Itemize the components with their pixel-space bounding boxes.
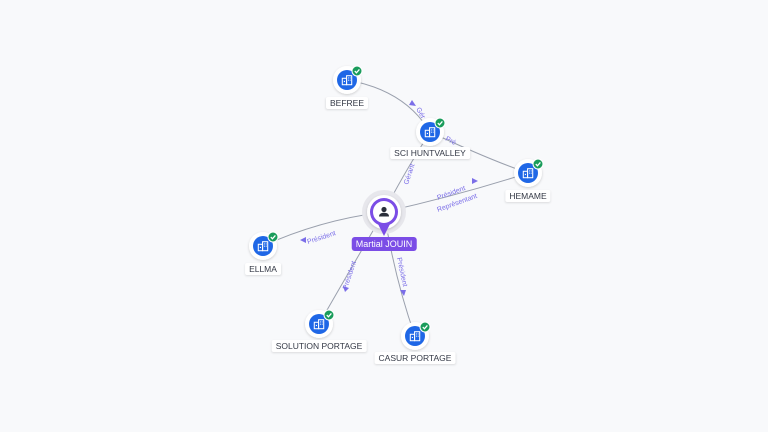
node-person[interactable] — [362, 190, 406, 236]
check-circle-icon — [434, 117, 446, 129]
user-icon — [379, 206, 389, 217]
arrow-casur-portage — [400, 290, 406, 296]
node-label-solution-portage: SOLUTION PORTAGE — [271, 340, 367, 352]
person-name-badge[interactable]: Martial JOUIN — [351, 237, 417, 251]
arrow-hemame — [472, 178, 478, 184]
arrow-solution-portage — [343, 286, 349, 292]
node-sci-huntvalley[interactable] — [416, 117, 446, 146]
node-befree[interactable] — [333, 65, 363, 94]
check-circle-icon — [267, 231, 279, 243]
arrow-befree — [409, 100, 416, 106]
arrow-ellma — [300, 237, 306, 243]
node-label-befree: BEFREE — [325, 97, 369, 109]
node-label-casur-portage: CASUR PORTAGE — [374, 352, 456, 364]
edge-label-pre-hemame: Pré — [444, 136, 457, 147]
node-label-hemame: HEMAME — [505, 190, 551, 202]
edge-label-president-solution: Président — [342, 260, 358, 290]
check-circle-icon — [532, 158, 544, 170]
check-circle-icon — [323, 309, 335, 321]
check-circle-icon — [351, 65, 363, 77]
node-casur-portage[interactable] — [401, 321, 431, 350]
node-label-sci-huntvalley: SCI HUNTVALLEY — [390, 147, 470, 159]
edge-label-president-ellma: Président — [306, 230, 336, 246]
node-label-ellma: ELLMA — [245, 263, 281, 275]
node-solution-portage[interactable] — [305, 309, 335, 338]
node-hemame[interactable] — [514, 158, 544, 187]
check-circle-icon — [419, 321, 431, 333]
node-ellma[interactable] — [249, 231, 279, 260]
edge-label-gerant: Gérant — [403, 163, 416, 186]
edge-label-president-casur: Président — [395, 257, 408, 287]
